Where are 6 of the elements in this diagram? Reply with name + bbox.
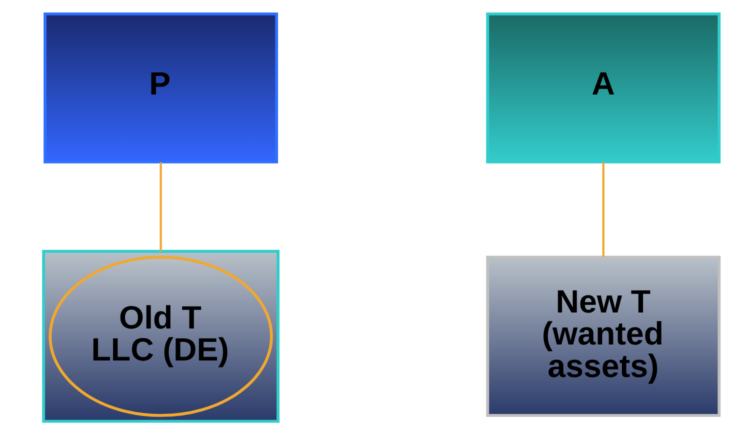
- connector: [602, 162, 604, 258]
- node-box: A: [486, 12, 721, 164]
- connector: [160, 162, 162, 252]
- node-ellipse: Old T LLC (DE): [48, 256, 273, 417]
- node-box: P: [44, 12, 278, 164]
- node-box: New T (wanted assets): [486, 256, 721, 417]
